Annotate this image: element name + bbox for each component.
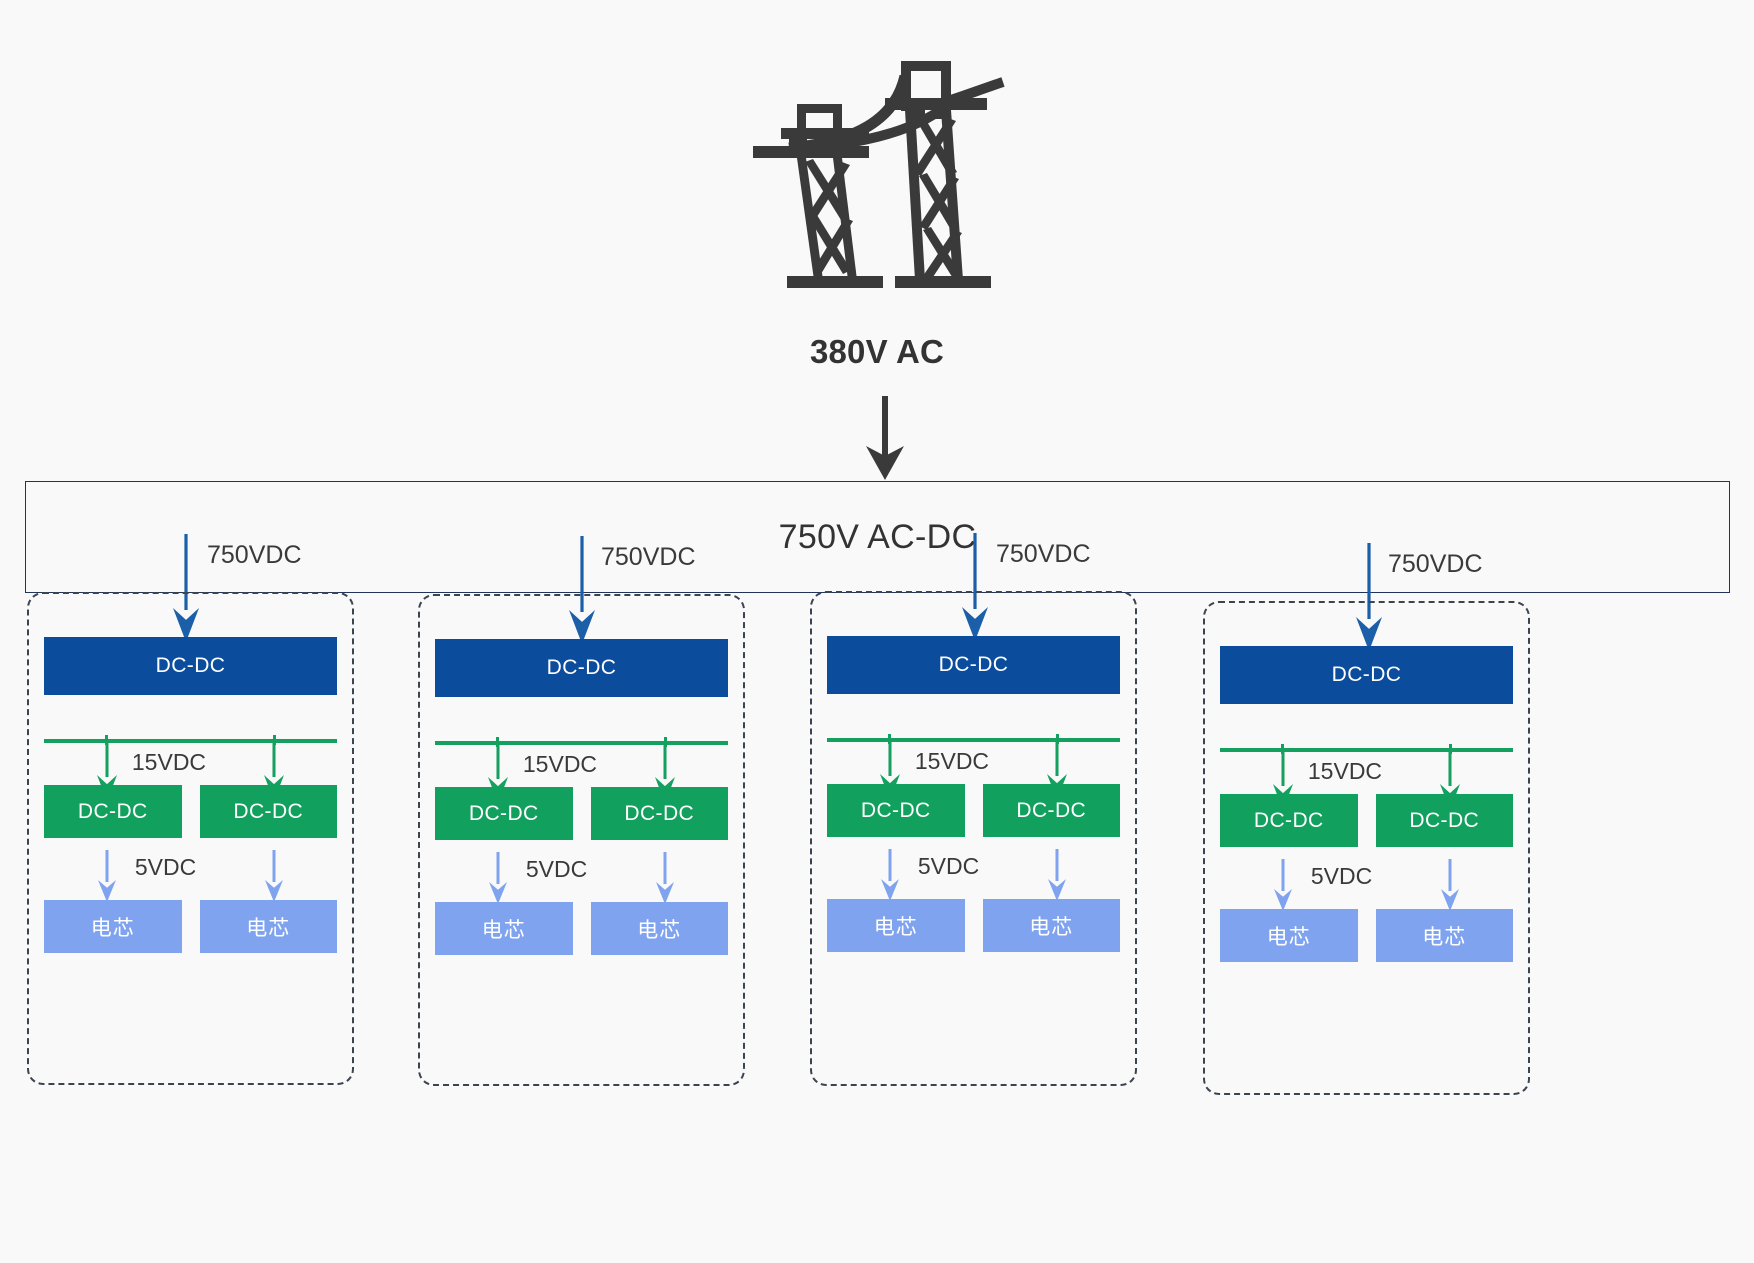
- battery-cell[interactable]: 电芯: [1375, 909, 1513, 962]
- bus-stub: [1448, 744, 1452, 754]
- bus-stub: [105, 735, 109, 745]
- low-voltage-label: 5VDC: [525, 856, 588, 882]
- green-bus-line: [435, 741, 728, 745]
- cell-feed-arrow-icon: [485, 852, 511, 904]
- green-bus-line: [44, 739, 337, 743]
- dcdc-secondary-module[interactable]: DC-DC: [1375, 794, 1513, 847]
- bus-stub: [272, 735, 276, 745]
- dcdc-secondary-module[interactable]: DC-DC: [44, 785, 182, 838]
- dcdc-primary-module[interactable]: DC-DC: [827, 636, 1120, 694]
- dcdc-secondary-module[interactable]: DC-DC: [590, 787, 728, 840]
- green-bus-line: [827, 738, 1120, 742]
- main-flow-arrow-icon: [855, 396, 915, 482]
- group-feed-arrow-icon: [957, 533, 993, 641]
- mid-voltage-label: 15VDC: [522, 751, 598, 777]
- battery-cell[interactable]: 电芯: [590, 902, 728, 955]
- mid-voltage-label: 15VDC: [131, 749, 207, 775]
- group-feed-arrow-icon: [168, 534, 204, 642]
- cell-feed-arrow-icon: [1437, 859, 1463, 911]
- group-feed-voltage-label: 750VDC: [996, 540, 1091, 568]
- dcdc-secondary-module[interactable]: DC-DC: [199, 785, 337, 838]
- ac-dc-converter-box[interactable]: 750V AC-DC: [25, 481, 1730, 593]
- mid-voltage-label: 15VDC: [1307, 758, 1383, 784]
- bus-stub: [1281, 744, 1285, 754]
- module-group-1[interactable]: [27, 592, 354, 1085]
- dcdc-secondary-module[interactable]: DC-DC: [982, 784, 1120, 837]
- transmission-tower-icon: [745, 48, 1010, 289]
- cell-feed-arrow-icon: [94, 850, 120, 902]
- bus-stub: [1055, 734, 1059, 744]
- cell-feed-arrow-icon: [1044, 849, 1070, 901]
- group-feed-arrow-icon: [1351, 543, 1387, 651]
- bus-stub: [663, 737, 667, 747]
- battery-cell[interactable]: 电芯: [1220, 909, 1358, 962]
- cell-feed-arrow-icon: [261, 850, 287, 902]
- source-voltage-label: 380V AC: [809, 333, 945, 370]
- dcdc-primary-module[interactable]: DC-DC: [1220, 646, 1513, 704]
- bus-stub: [496, 737, 500, 747]
- battery-cell[interactable]: 电芯: [44, 900, 182, 953]
- module-group-4[interactable]: [1203, 601, 1530, 1095]
- bus-stub: [888, 734, 892, 744]
- dcdc-primary-module[interactable]: DC-DC: [44, 637, 337, 695]
- cell-feed-arrow-icon: [877, 849, 903, 901]
- group-feed-voltage-label: 750VDC: [601, 543, 696, 571]
- battery-cell[interactable]: 电芯: [199, 900, 337, 953]
- ac-dc-converter-label: 750V AC-DC: [778, 517, 977, 556]
- low-voltage-label: 5VDC: [917, 853, 980, 879]
- battery-cell[interactable]: 电芯: [982, 899, 1120, 952]
- battery-cell[interactable]: 电芯: [827, 899, 965, 952]
- low-voltage-label: 5VDC: [1310, 863, 1373, 889]
- battery-cell[interactable]: 电芯: [435, 902, 573, 955]
- module-group-2[interactable]: [418, 594, 745, 1086]
- dcdc-primary-module[interactable]: DC-DC: [435, 639, 728, 697]
- module-group-3[interactable]: [810, 591, 1137, 1086]
- dcdc-secondary-module[interactable]: DC-DC: [435, 787, 573, 840]
- dcdc-secondary-module[interactable]: DC-DC: [827, 784, 965, 837]
- low-voltage-label: 5VDC: [134, 854, 197, 880]
- green-bus-line: [1220, 748, 1513, 752]
- dcdc-secondary-module[interactable]: DC-DC: [1220, 794, 1358, 847]
- mid-voltage-label: 15VDC: [914, 748, 990, 774]
- cell-feed-arrow-icon: [652, 852, 678, 904]
- group-feed-voltage-label: 750VDC: [1388, 550, 1483, 578]
- group-feed-arrow-icon: [564, 536, 600, 644]
- group-feed-voltage-label: 750VDC: [207, 541, 302, 569]
- cell-feed-arrow-icon: [1270, 859, 1296, 911]
